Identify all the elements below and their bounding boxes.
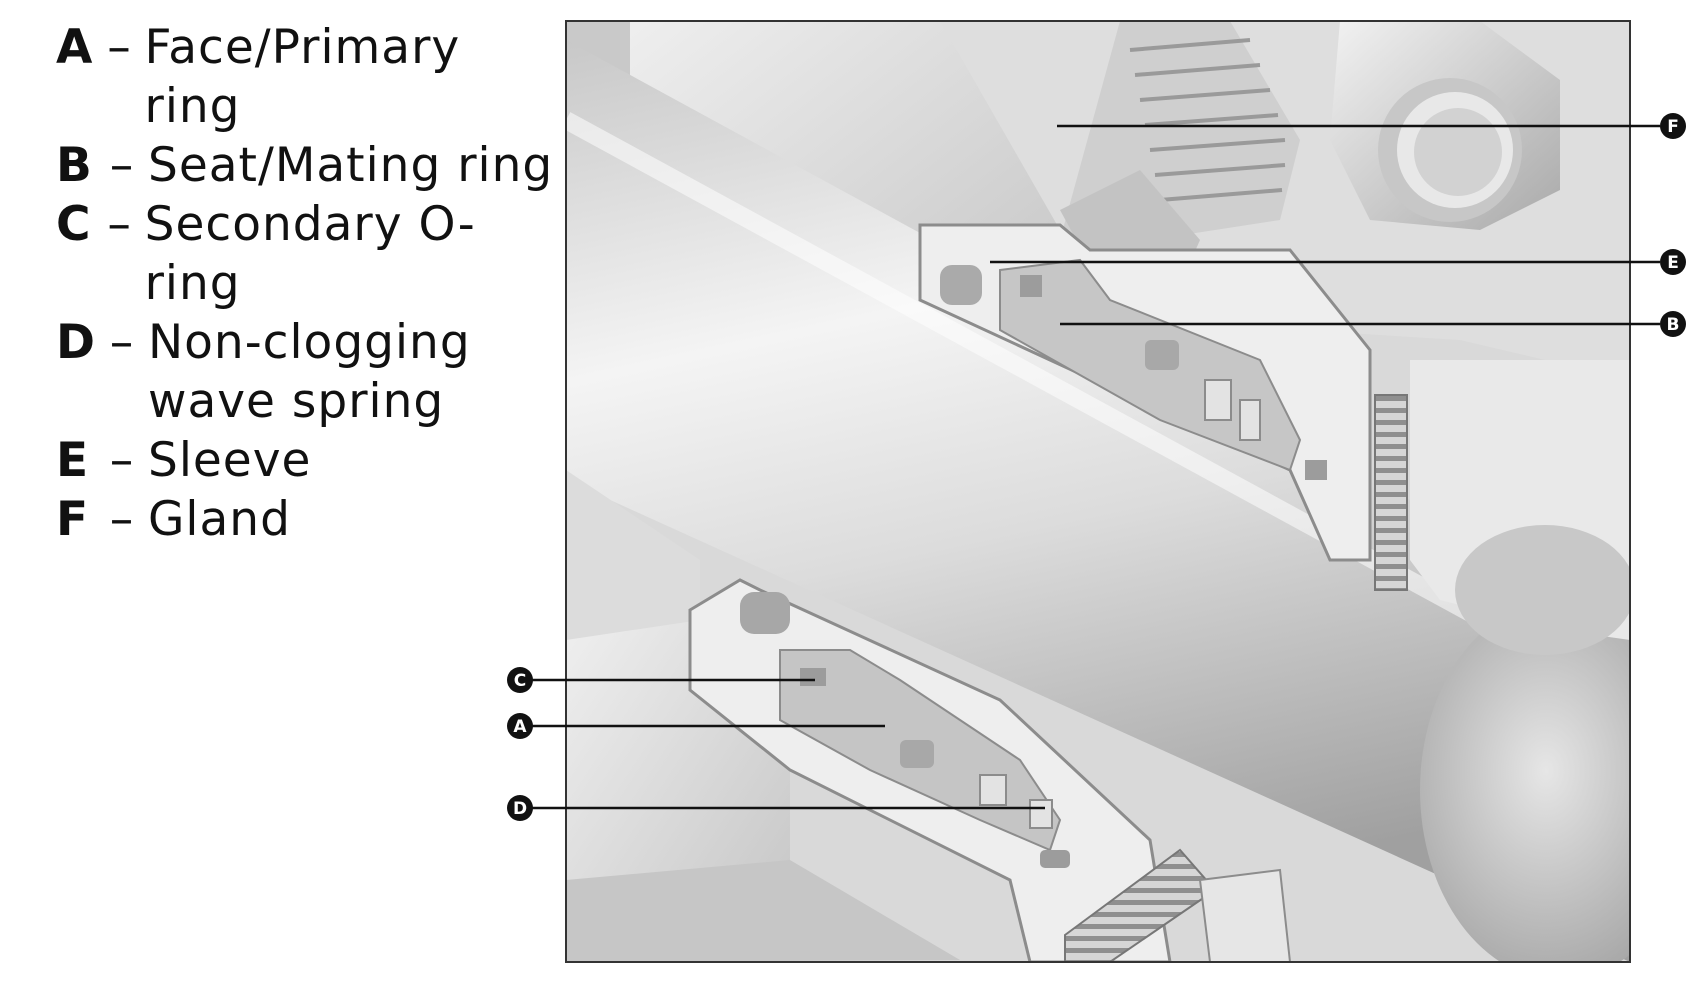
legend-row-d: D – Non-clogging wave spring [56,313,556,431]
legend-row-b: B – Seat/Mating ring [56,136,556,195]
callout-a-label: A [513,717,527,737]
legend-letter: B [56,138,93,193]
drive-collar-bore [1455,525,1630,655]
callout-f-label: F [1667,117,1679,137]
set-screw-lower [1064,848,1217,962]
lower-housing-left [566,470,700,640]
legend: A – Face/Primary ring B – Seat/Mating ri… [56,18,556,549]
upper-seal-cutaway [918,223,1372,562]
lower-seal-cutaway [688,578,1172,962]
legend-text: Secondary O-ring [144,197,476,311]
legend-dash: – [109,492,135,547]
shaft-highlight [566,112,1630,708]
callout-b-label: B [1667,315,1680,335]
legend-row-a: A – Face/Primary ring [56,18,556,136]
legend-letter: D [56,315,97,370]
shaft-end-face [1420,600,1630,962]
figure-frame [565,20,1631,963]
legend-text: Face/Primary ring [144,20,461,134]
legend-letter: F [56,492,90,547]
legend-text: Sleeve [148,433,312,488]
set-screw-upper [1374,394,1408,591]
legend-row-f: F – Gland [56,490,556,549]
callout-d-label: D [513,799,527,819]
gland-bolt [1330,21,1560,230]
legend-text: Non-clogging wave spring [148,315,471,429]
legend-text: Seat/Mating ring [148,138,554,193]
illustration [566,21,1630,962]
lower-collar [1198,868,1292,962]
legend-text: Gland [148,492,291,547]
legend-row-e: E – Sleeve [56,431,556,490]
callout-c-label: C [514,671,526,691]
callout-a: A [507,713,533,739]
legend-letter: A [56,20,94,75]
legend-letter: E [56,433,90,488]
legend-letter: C [56,197,92,252]
legend-dash: – [109,315,135,370]
callout-b: B [1660,311,1686,337]
lower-housing-base [566,860,960,962]
leader-lines [522,124,1660,810]
legend-dash: – [107,20,132,75]
callout-e-label: E [1667,253,1679,273]
legend-dash: – [109,138,135,193]
callout-c: C [507,667,533,693]
legend-dash: – [107,197,132,252]
callout-f: F [1660,113,1686,139]
callout-e: E [1660,249,1686,275]
legend-row-c: C – Secondary O-ring [56,195,556,313]
legend-dash: – [109,433,135,488]
callout-d: D [507,795,533,821]
